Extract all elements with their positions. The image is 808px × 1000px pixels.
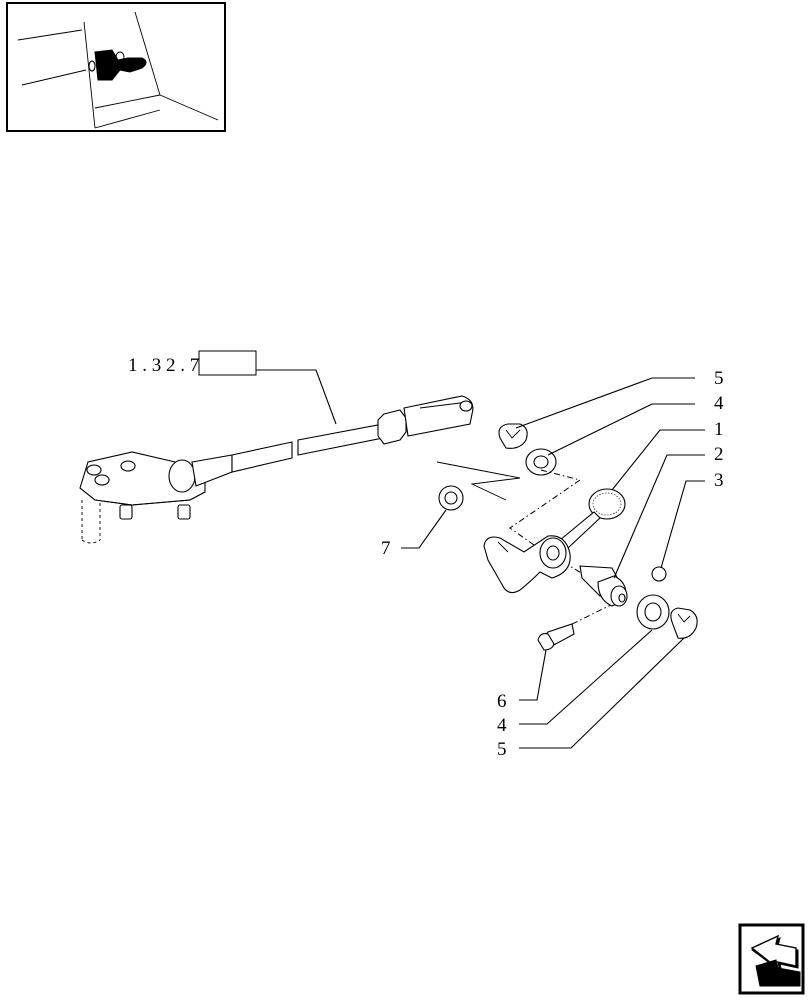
pedal-assembly xyxy=(436,423,698,651)
next-page-arrow-icon[interactable] xyxy=(738,923,805,995)
callout-4-upper[interactable]: 4 xyxy=(714,393,724,414)
callout-2[interactable]: 2 xyxy=(714,444,724,465)
location-thumbnail-icon xyxy=(6,2,226,132)
callout-1[interactable]: 1 xyxy=(714,419,724,440)
leader-lines xyxy=(401,377,705,749)
spring-clip-upper xyxy=(498,423,528,449)
reference-label[interactable]: 1 . 3 2 . 7 xyxy=(128,350,337,425)
callout-4-lower[interactable]: 4 xyxy=(497,715,507,736)
callout-7[interactable]: 7 xyxy=(381,538,391,559)
callout-5-upper[interactable]: 5 xyxy=(714,368,724,389)
callout-5-lower[interactable]: 5 xyxy=(497,739,507,760)
linkage-assembly xyxy=(79,395,474,544)
callout-6[interactable]: 6 xyxy=(497,691,507,712)
reference-text: 1 . 3 2 . 7 xyxy=(128,355,199,376)
spring-clip-lower xyxy=(670,607,698,639)
pedal-pad xyxy=(588,488,626,520)
callout-labels: 5 4 1 2 3 7 6 4 5 xyxy=(381,368,724,760)
small-ring xyxy=(651,566,667,582)
callout-3[interactable]: 3 xyxy=(714,470,724,491)
